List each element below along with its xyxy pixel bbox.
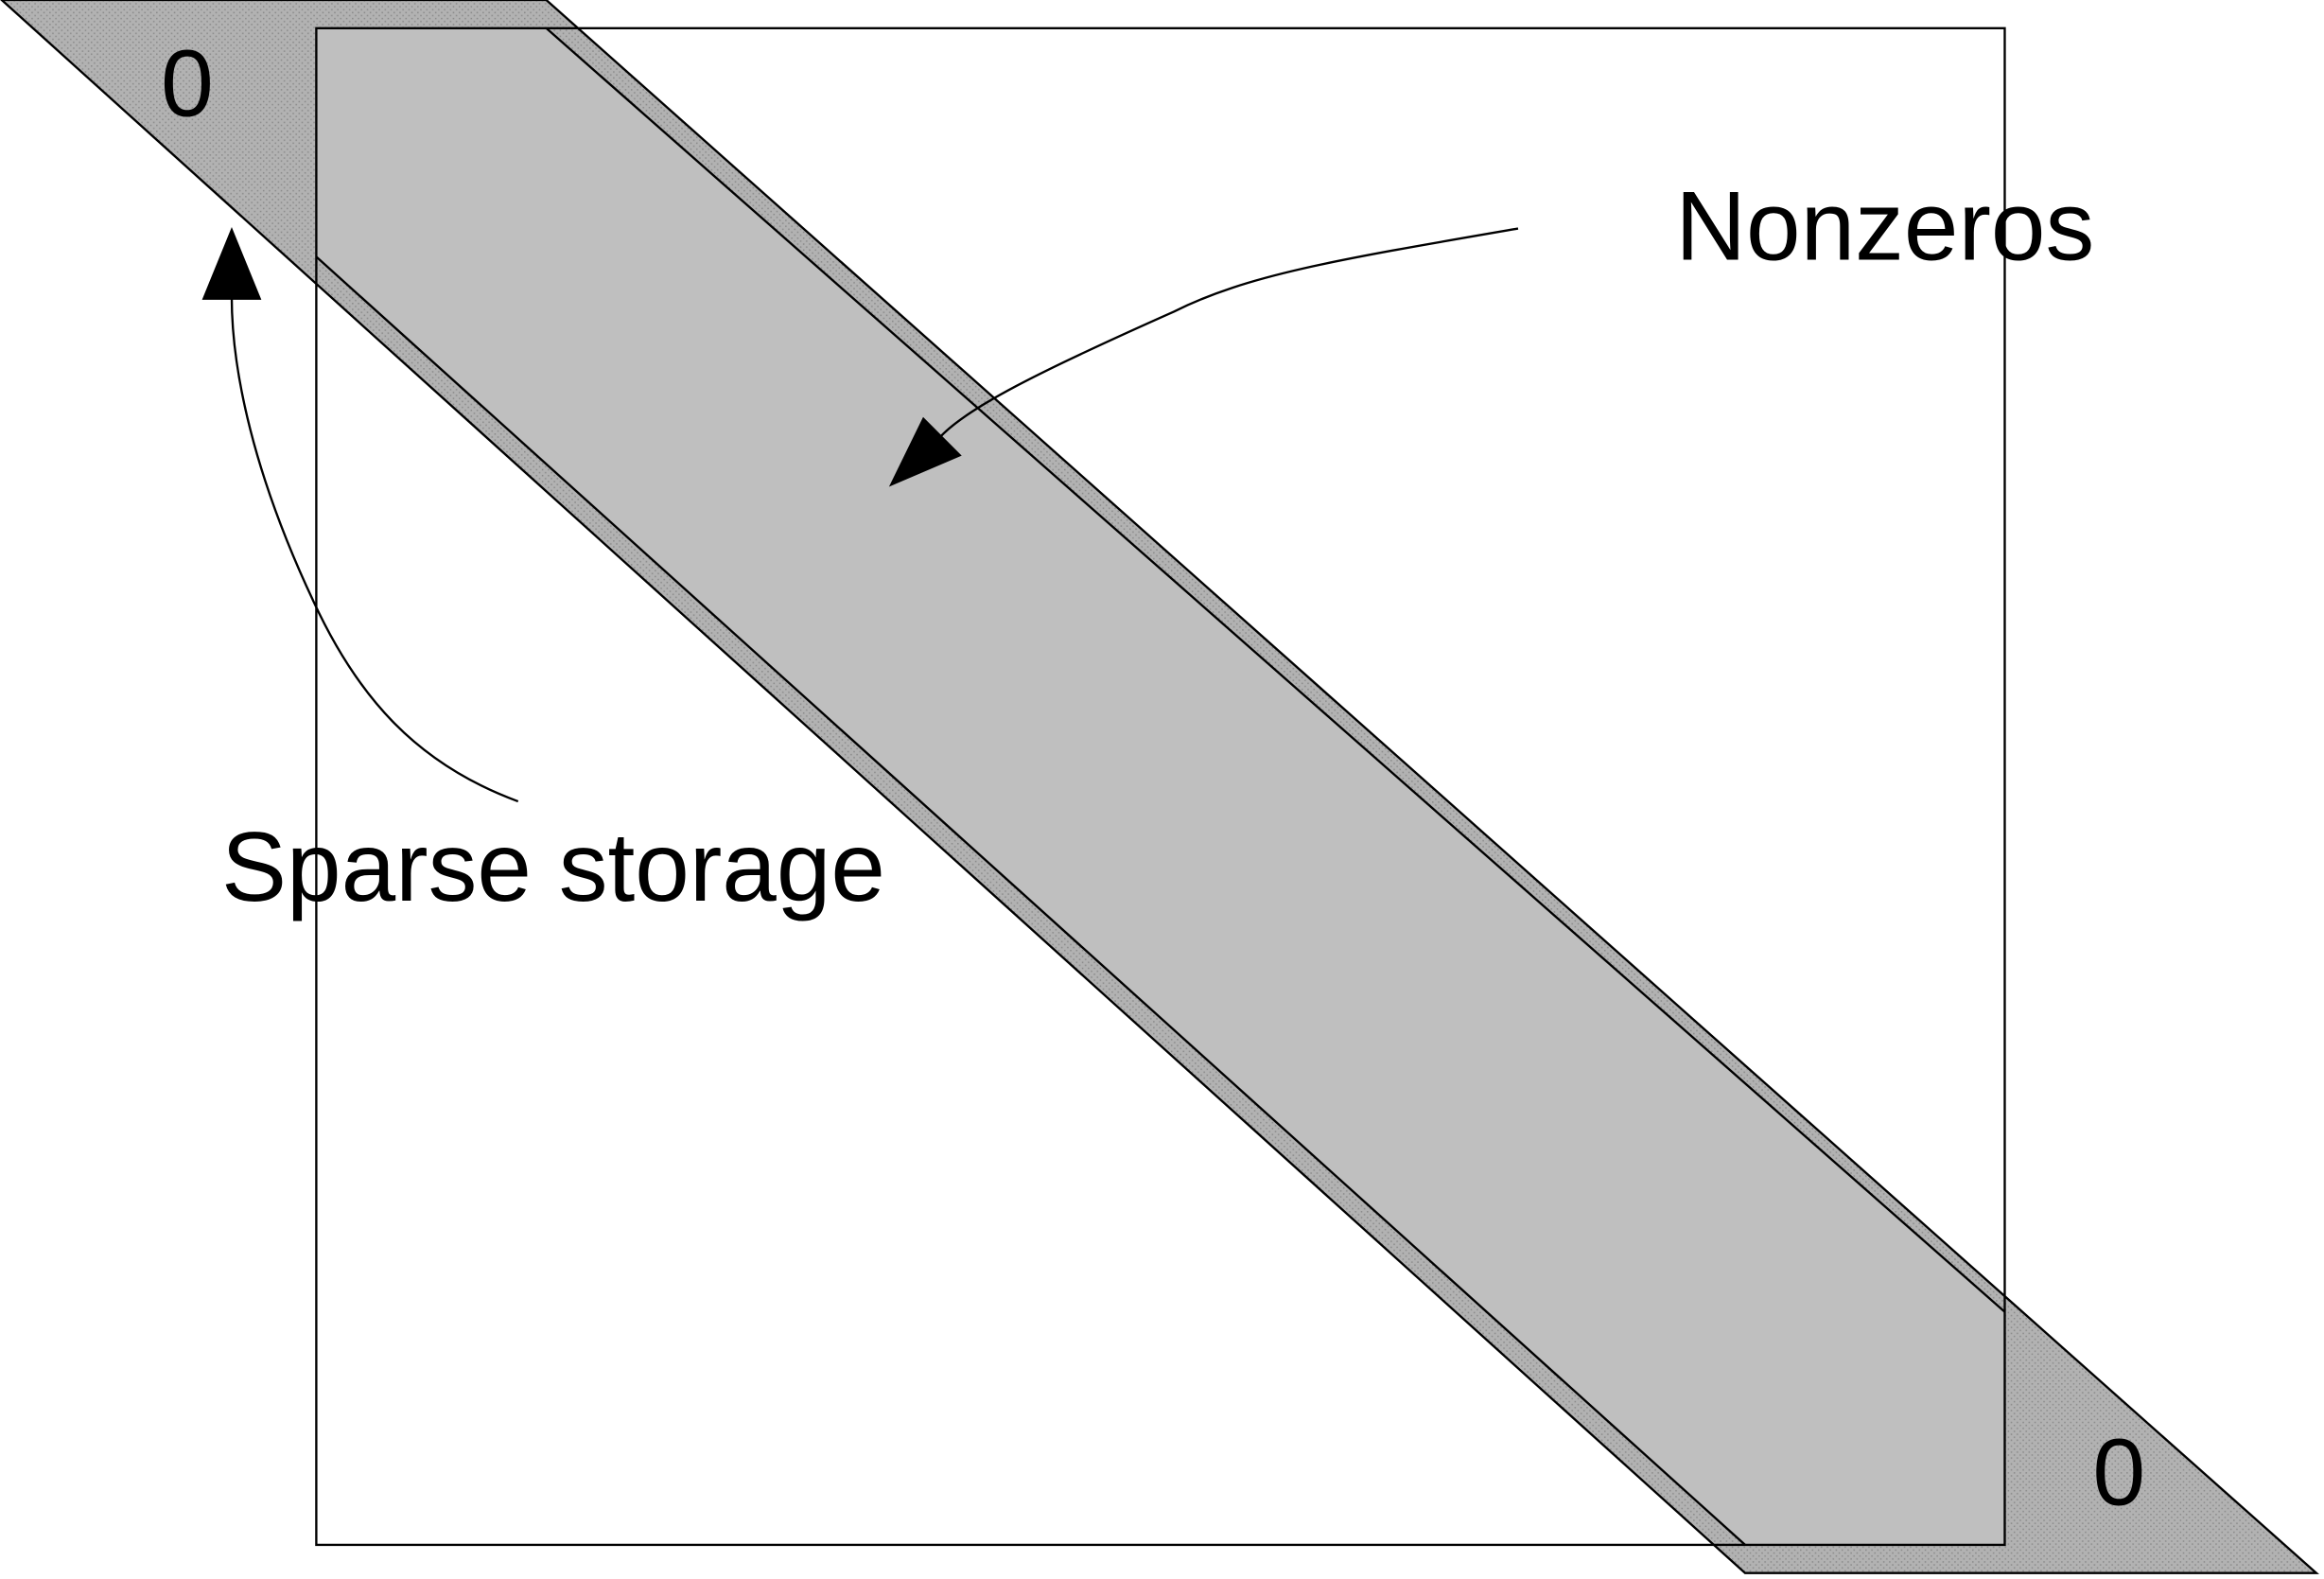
nonzeros-band-upper-edge	[545, 26, 2006, 1313]
sparse-storage-arrow-line	[230, 296, 519, 803]
zero-label-top-left: 0	[161, 30, 214, 136]
nonzeros-band-lower-edge	[315, 255, 1746, 1546]
nonzeros-band	[316, 27, 2005, 1545]
zero-label-bottom-right: 0	[2092, 1420, 2145, 1526]
nonzeros-arrowhead	[888, 416, 962, 487]
nonzeros-label: Nonzeros	[1675, 171, 2094, 281]
sparse-storage-arrowhead	[201, 226, 262, 300]
sparse-storage-label: Sparse storage	[221, 812, 885, 921]
nonzeros-arrow-line	[938, 227, 1519, 439]
matrix-outline	[315, 26, 2006, 1547]
